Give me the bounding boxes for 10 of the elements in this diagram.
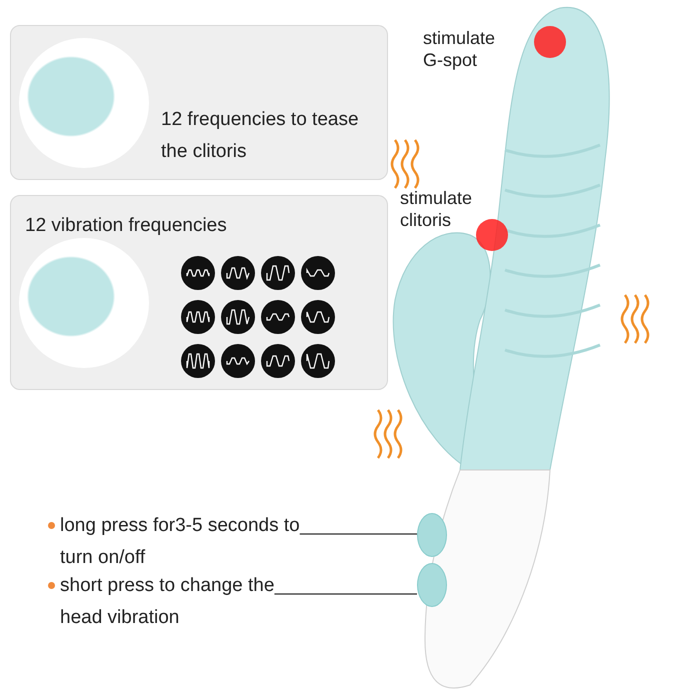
- callout-label: stimulate clitoris: [400, 187, 474, 231]
- callout-label: stimulate G-spot: [423, 27, 496, 71]
- feature-panel: [10, 195, 388, 390]
- leader-line: [300, 533, 417, 535]
- control-button: [417, 513, 447, 557]
- feature-text: 12 frequencies to tease the clitoris: [161, 108, 360, 164]
- feature-panel: [10, 25, 388, 180]
- control-button: [417, 563, 447, 607]
- leader-line: [274, 593, 417, 595]
- feature-text: 12 vibration frequencies: [25, 214, 228, 238]
